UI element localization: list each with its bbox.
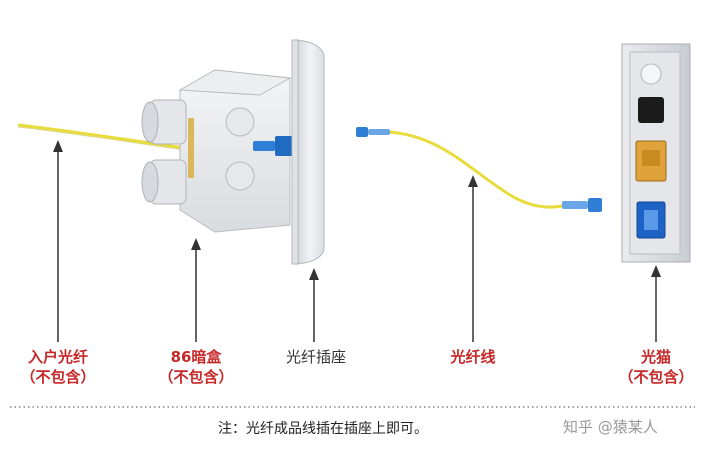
label-incoming-fiber: 入户光纤 <box>28 348 88 366</box>
label-optical-modem: 光猫 <box>640 348 671 366</box>
arrow-box-86 <box>191 238 201 342</box>
label-box-86: 86暗盒 <box>171 348 223 366</box>
incoming-fiber-cable-shadow <box>17 126 201 153</box>
patch-fiber-cable <box>387 130 567 209</box>
patch-connector-right <box>562 198 602 212</box>
box-connector <box>253 136 293 156</box>
label-fiber-socket: 光纤插座 <box>286 348 346 366</box>
arrow-optical-modem <box>651 265 661 342</box>
arrow-fiber-socket <box>309 268 319 342</box>
label-optical-modem-note: （不包含） <box>618 368 693 386</box>
arrow-incoming-fiber <box>53 140 63 342</box>
optical-modem <box>621 43 691 263</box>
installation-note: 注：光纤成品线插在插座上即可。 <box>218 421 428 437</box>
box-86 <box>141 69 292 233</box>
fiber-socket-faceplate <box>291 39 325 265</box>
patch-connector-left <box>356 127 390 137</box>
watermark: 知乎 @猿某人 <box>563 418 658 436</box>
label-incoming-fiber-note: （不包含） <box>20 368 95 386</box>
label-box-86-note: （不包含） <box>158 368 233 386</box>
label-fiber-cable: 光纤线 <box>449 348 495 366</box>
arrow-fiber-cable <box>468 175 478 342</box>
